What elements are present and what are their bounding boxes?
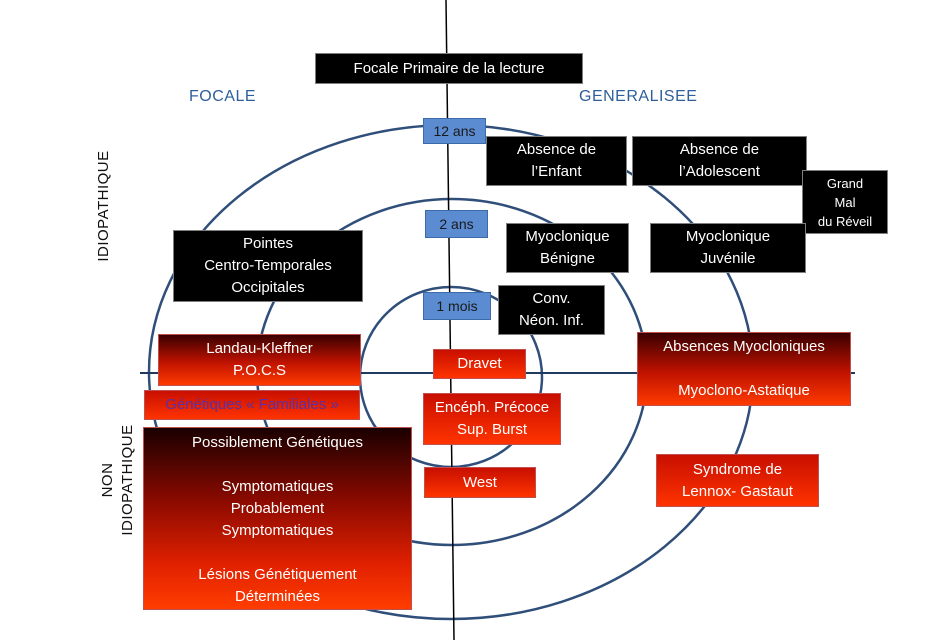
myoclono-astatique-text: Myoclono-Astatique [678,382,810,399]
lennox-line2: Lennox- Gastaut [682,482,793,500]
possiblement-text: Possiblement Génétiques [192,434,363,451]
symptomatiques-line1: Symptomatiques [221,478,334,495]
absence-adolescent-line1: Absence de [679,141,760,158]
pointes-box: Pointes Centro-Temporales Occipitales [173,230,363,302]
age-12-ans: 12 ans [423,118,486,144]
conv-neon-line1: Conv. [532,290,571,307]
pointes-line1: Pointes [242,235,294,252]
landau-line1: Landau-Kleffner [206,340,313,357]
non-text: NON [99,462,116,498]
absence-enfant-line1: Absence de [516,141,597,158]
absence-adolescent-line2: l’Adolescent [679,163,760,180]
myoclonique-benigne-line2: Bénigne [539,250,596,267]
absence-enfant-box: Absence de l’Enfant [486,136,627,186]
myoclonique-juvenile-line2: Juvénile [700,250,756,267]
myoclonique-juvenile-box: Myoclonique Juvénile [650,223,806,273]
idiopathique-text: IDIOPATHIQUE [119,424,136,536]
grand-mal-line1: Grand [826,175,864,191]
absence-adolescent-box: Absence de l’Adolescent [632,136,807,186]
myoclonique-benigne-line1: Myoclonique [525,228,610,245]
age-2-ans: 2 ans [425,210,488,238]
myoclonique-juvenile-line1: Myoclonique [685,228,771,245]
west-text: West [463,473,497,491]
lennox-line1: Syndrome de [692,460,783,478]
idiopathique-label: IDIOPATHIQUE [95,150,112,262]
absences-myocloniques-text: Absences Myocloniques [663,338,825,355]
landau-line2: P.O.C.S [232,362,287,379]
generalisee-label: GENERALISEE [579,88,698,105]
west-box: West [424,467,536,498]
lennox-gastaut-box: Syndrome de Lennox- Gastaut [656,454,819,507]
genetiques-familiales-text: Génétiques « Familiales » [165,396,339,413]
lesions-line1: Lésions Génétiquement [198,566,357,583]
pointes-line2: Centro-Temporales [204,257,332,274]
absences-myocloniques-box: Absences Myocloniques Myoclono-Astatique [637,332,851,406]
focale-label: FOCALE [189,88,257,105]
dravet-box: Dravet [433,349,526,379]
grand-mal-line3: du Réveil [817,213,873,229]
non-idiopathique-label: NON IDIOPATHIQUE [98,405,142,555]
symptomatiques-line3: Symptomatiques [221,522,334,539]
symptomatiques-line2: Probablement [230,500,325,517]
enceph-precoce-line1: Encéph. Précoce [434,399,550,416]
pointes-line3: Occipitales [231,279,305,296]
landau-kleffner-box: Landau-Kleffner P.O.C.S [158,334,361,386]
age-1-mois: 1 mois [423,292,491,320]
title-box: Focale Primaire de la lecture [315,53,583,84]
genetiques-familiales-box: Génétiques « Familiales » [144,390,360,420]
conv-neon-box: Conv. Néon. Inf. [498,285,605,335]
grand-mal-line2: Mal [834,194,856,210]
myoclonique-benigne-box: Myoclonique Bénigne [506,223,629,273]
grand-mal-box: Grand Mal du Réveil [802,170,888,234]
dravet-text: Dravet [457,355,502,372]
title-text: Focale Primaire de la lecture [353,59,545,77]
enceph-precoce-line2: Sup. Burst [456,421,528,438]
enceph-precoce-box: Encéph. Précoce Sup. Burst [423,393,561,445]
lesions-line2: Déterminées [234,588,321,605]
conv-neon-line2: Néon. Inf. [518,312,585,329]
non-idiopathique-box: Possiblement Génétiques Symptomatiques P… [143,427,412,610]
absence-enfant-line2: l’Enfant [531,163,582,180]
vertical-axis [445,0,455,640]
